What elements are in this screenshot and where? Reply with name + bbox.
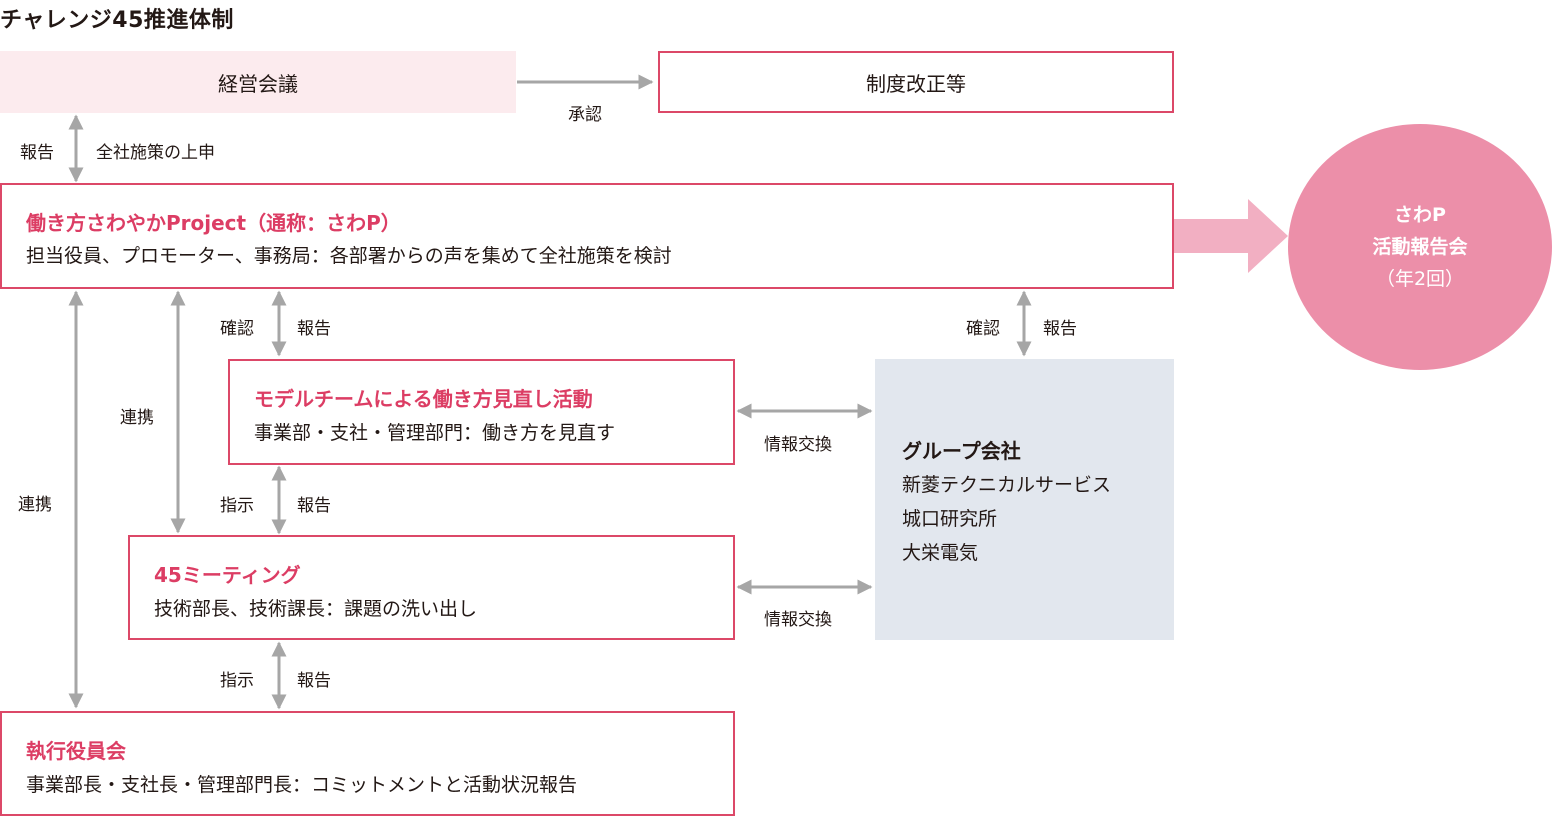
collab-label-long: 連携 [18,495,52,515]
group-company-3: 大栄電気 [902,542,979,564]
info-exchange-label-1: 情報交換 [764,435,832,455]
executive-desc: 事業部長・支社長・管理部門長：コミットメントと活動状況報告 [26,774,578,796]
circle-line1: さわP [1394,204,1446,226]
sawap-project-box: 働き方さわやかProject（通称：さわP） 担当役員、プロモーター、事務局：各… [0,183,1174,289]
page-title: チャレンジ45推進体制 [0,8,234,33]
approval-label: 承認 [568,105,602,125]
circle-line3: （年2回） [1375,268,1465,290]
report-label-3: 報告 [297,496,331,516]
confirm-label-1: 確認 [220,319,254,339]
meeting45-title: 45ミーティング [154,563,301,587]
system-revision-label: 制度改正等 [866,71,966,96]
info-exchange-label-2: 情報交換 [764,610,832,630]
executive-board-box: 執行役員会 事業部長・支社長・管理部門長：コミットメントと活動状況報告 [0,711,735,816]
management-meeting-label: 経営会議 [218,71,298,96]
group-companies-box: グループ会社 新菱テクニカルサービス 城口研究所 大栄電気 [875,359,1174,640]
circle-line2: 活動報告会 [1372,236,1468,258]
sawap-report-meeting-circle: さわP 活動報告会 （年2回） [1288,124,1552,370]
confirm-label-2: 確認 [966,319,1000,339]
instruct-label-2: 指示 [220,671,254,691]
group-title: グループ会社 [902,439,1021,463]
instruct-label-1: 指示 [220,496,254,516]
report-meeting-arrow [1174,199,1288,273]
group-company-1: 新菱テクニカルサービス [902,474,1112,496]
meeting45-box: 45ミーティング 技術部長、技術課長：課題の洗い出し [128,535,735,640]
system-revision-box: 制度改正等 [658,51,1174,113]
model-team-box: モデルチームによる働き方見直し活動 事業部・支社・管理部門：働き方を見直す [228,359,735,465]
report-label-4: 報告 [297,671,331,691]
model-team-desc: 事業部・支社・管理部門：働き方を見直す [254,422,616,444]
group-company-2: 城口研究所 [902,508,998,530]
management-meeting-box: 経営会議 [0,51,516,113]
executive-title: 執行役員会 [26,739,126,763]
report-label-2: 報告 [1043,319,1077,339]
report-label-mgmt: 報告 [20,143,54,163]
collab-label-short: 連携 [120,408,154,428]
project-title: 働き方さわやかProject（通称：さわP） [26,211,401,235]
report-label-1: 報告 [297,319,331,339]
proposal-label: 全社施策の上申 [96,143,215,163]
project-desc: 担当役員、プロモーター、事務局：各部署からの声を集めて全社施策を検討 [26,245,672,267]
meeting45-desc: 技術部長、技術課長：課題の洗い出し [154,598,478,620]
model-team-title: モデルチームによる働き方見直し活動 [254,387,593,411]
